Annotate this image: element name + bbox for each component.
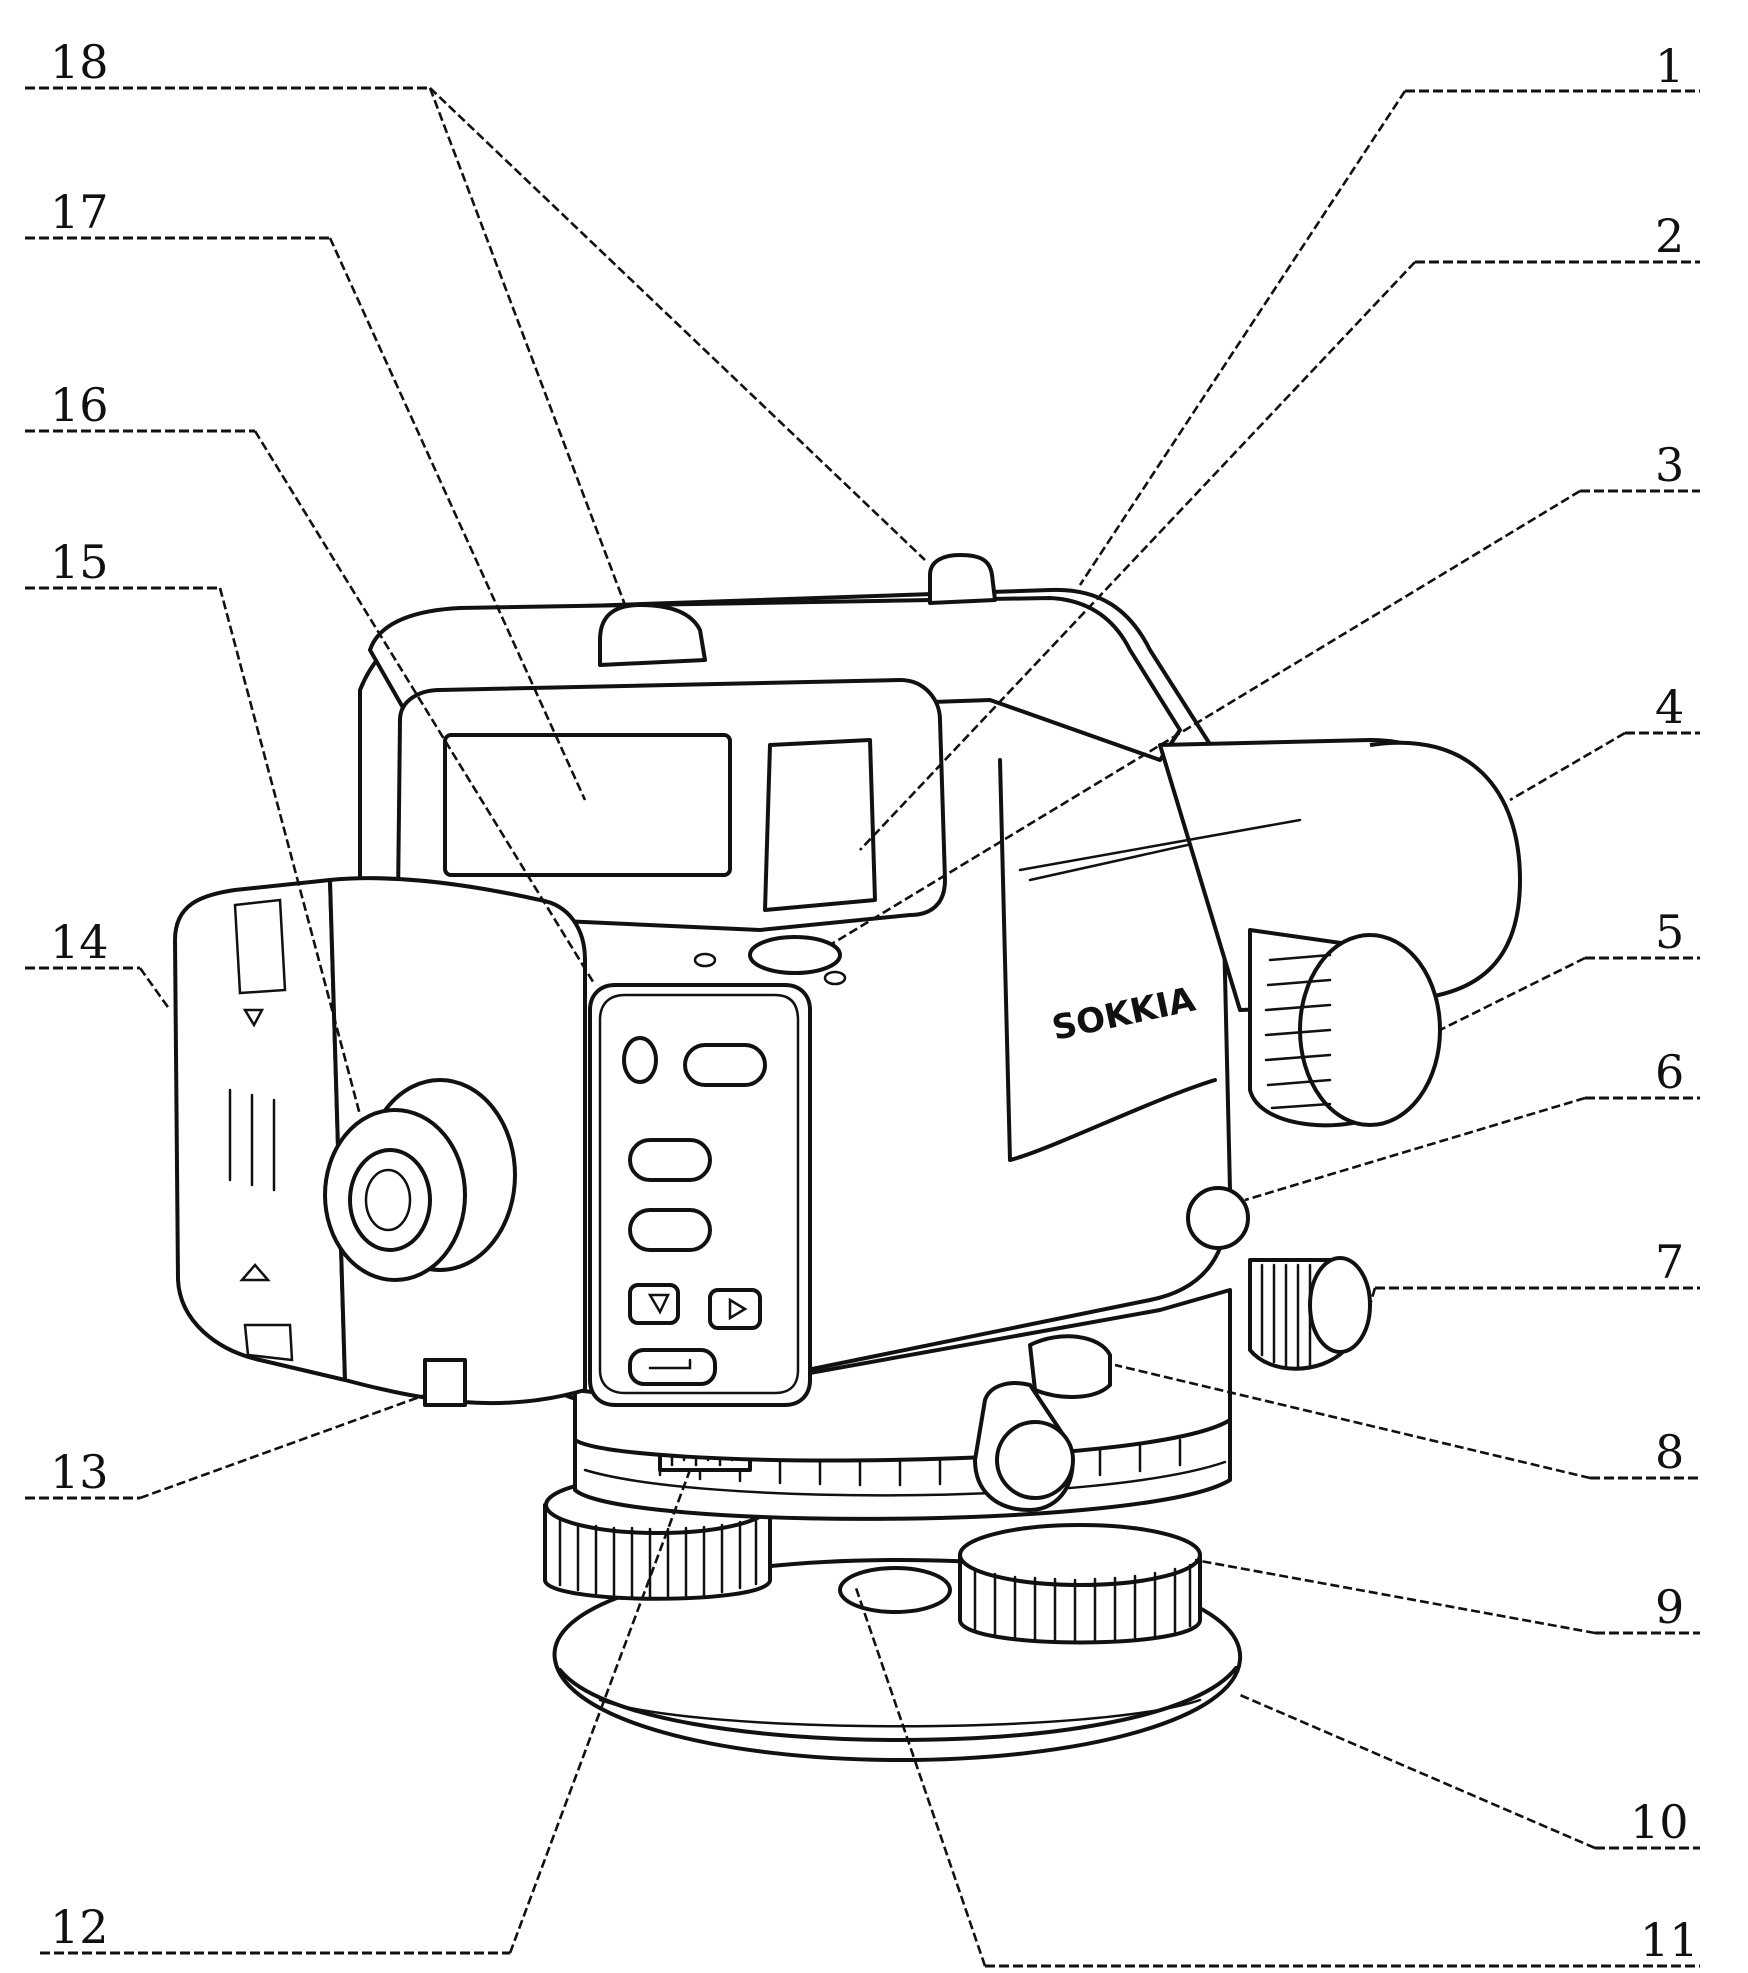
sight-pin-rear	[928, 553, 997, 605]
callout-5-label: 5	[1655, 905, 1684, 959]
battery-latch	[423, 1358, 467, 1407]
sight-pin-front	[598, 603, 707, 667]
callout-3-label: 3	[1655, 438, 1684, 492]
callout-11-label: 11	[1640, 1913, 1699, 1967]
telescope-eyepiece-housing	[1018, 738, 1522, 1012]
callout-16-label: 16	[50, 378, 109, 432]
callout-rules	[25, 86, 1700, 1968]
callout-4-label: 4	[1655, 680, 1684, 734]
battery-housing	[173, 878, 347, 1382]
eyepiece-front-panel	[323, 876, 587, 1407]
callout-6-label: 6	[1655, 1045, 1684, 1099]
eyepiece	[323, 1078, 517, 1282]
measure-button	[1186, 1186, 1250, 1250]
lower-housing	[573, 1288, 1232, 1512]
callout-18-label: 18	[50, 35, 109, 89]
keypad-panel	[588, 983, 812, 1407]
callout-7-label: 7	[1655, 1235, 1684, 1289]
callout-10-label: 10	[1630, 1795, 1689, 1849]
levelling-screw-right	[958, 1523, 1202, 1645]
callout-1-label: 1	[1655, 39, 1684, 93]
callout-17-label: 17	[50, 185, 109, 239]
callout-9-label: 9	[1655, 1580, 1684, 1634]
callout-15-label: 15	[50, 535, 109, 589]
callout-8-label: 8	[1655, 1425, 1684, 1479]
base-circular-window	[838, 1566, 952, 1614]
callout-13-label: 13	[50, 1445, 109, 1499]
horizontal-tangent-screw	[1248, 1256, 1372, 1371]
callout-leaders	[138, 87, 1626, 1967]
callout-labels: 18 1 17 2 16 3 15 4 14 5 6 7 13 8 9 10 1…	[50, 35, 1699, 1967]
callout-12-label: 12	[50, 1900, 109, 1954]
callout-2-label: 2	[1655, 209, 1684, 263]
callout-14-label: 14	[50, 915, 109, 969]
focusing-knob	[1248, 928, 1442, 1128]
level-instrument-illustration: SOKKIA	[173, 553, 1522, 1762]
